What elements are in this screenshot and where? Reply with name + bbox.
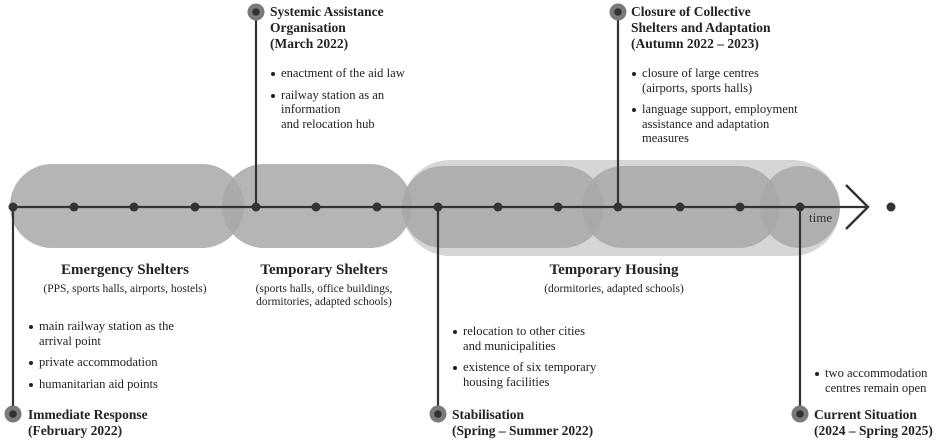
timeline-tick-dot: [433, 202, 443, 212]
timeline-tick-dot: [69, 202, 79, 212]
phase-temporary-housing: Temporary Housing (dormitories, adapted …: [494, 261, 734, 296]
milestone-bullets: enactment of the aid law railway station…: [270, 66, 470, 131]
marker-current-situation-core: [796, 410, 804, 418]
milestone-stabilisation-bullets: relocation to other cities and municipal…: [452, 324, 662, 396]
milestone-immediate-response-bullets: main railway station as the arrival poin…: [28, 319, 228, 398]
timeline-tick-dot: [613, 202, 623, 212]
bullet-item: enactment of the aid law: [270, 66, 470, 81]
bullet-item: main railway station as the arrival poin…: [28, 319, 228, 348]
milestone-immediate-response-title: Immediate Response (February 2022): [28, 407, 148, 438]
timeline-tick-dot: [190, 202, 200, 212]
timeline-tick-dot: [553, 202, 563, 212]
milestone-stems: [11, 12, 802, 414]
marker-immediate-response-core: [9, 410, 17, 418]
timeline-tick-dot: [129, 202, 139, 212]
axis-label: time: [809, 210, 833, 225]
bullet-item: two accommodation centres remain open: [814, 366, 947, 395]
timeline-tick-dot: [251, 202, 261, 212]
bullet-item: relocation to other cities and municipal…: [452, 324, 662, 353]
milestone-closure-of-shelters: Closure of Collective Shelters and Adapt…: [631, 4, 846, 153]
milestone-current-situation-title: Current Situation (2024 – Spring 2025): [814, 407, 933, 438]
timeline-tick-dot: [675, 202, 685, 212]
milestone-stabilisation-title: Stabilisation (Spring – Summer 2022): [452, 407, 594, 438]
timeline-tick-dot: [8, 202, 18, 212]
milestone-title: Closure of Collective Shelters and Adapt…: [631, 4, 771, 51]
phase-subtitle: (sports halls, office buildings, dormito…: [255, 283, 393, 308]
arrow-head-icon: [845, 184, 870, 230]
timeline-axis: [8, 184, 896, 230]
phase-title: Temporary Housing: [549, 262, 679, 278]
milestone-bullets: closure of large centres (airports, spor…: [631, 66, 846, 146]
milestone-markers: [4, 3, 809, 423]
bullet-item: humanitarian aid points: [28, 377, 228, 392]
phase-title: Emergency Shelters: [61, 262, 189, 278]
phase-subtitle: (dormitories, adapted schools): [544, 283, 684, 295]
marker-closure-of-shelters-core: [614, 8, 622, 16]
phase-title: Temporary Shelters: [260, 262, 388, 278]
timeline-tick-dot: [493, 202, 503, 212]
bullet-item: existence of six temporary housing facil…: [452, 360, 662, 389]
phase-emergency-shelters: Emergency Shelters (PPS, sports halls, a…: [15, 261, 235, 296]
marker-systemic-assistance-core: [252, 8, 260, 16]
bullet-item: railway station as an information and re…: [270, 88, 470, 132]
milestone-systemic-assistance: Systemic Assistance Organisation (March …: [270, 4, 470, 138]
timeline-tick-dot: [795, 202, 805, 212]
bullet-item: closure of large centres (airports, spor…: [631, 66, 846, 95]
bullet-item: language support, employment assistance …: [631, 102, 846, 146]
phase-subtitle: (PPS, sports halls, airports, hostels): [43, 283, 207, 295]
phase-temporary-shelters: Temporary Shelters (sports halls, office…: [224, 261, 424, 308]
axis-end-dot: [886, 202, 896, 212]
bullet-item: private accommodation: [28, 355, 228, 370]
milestone-title: Systemic Assistance Organisation (March …: [270, 4, 384, 51]
timeline-tick-dot: [311, 202, 321, 212]
marker-stabilisation-core: [434, 410, 442, 418]
milestone-current-situation-bullets: two accommodation centres remain open: [814, 366, 947, 402]
timeline-tick-dot: [372, 202, 382, 212]
timeline-tick-dot: [735, 202, 745, 212]
